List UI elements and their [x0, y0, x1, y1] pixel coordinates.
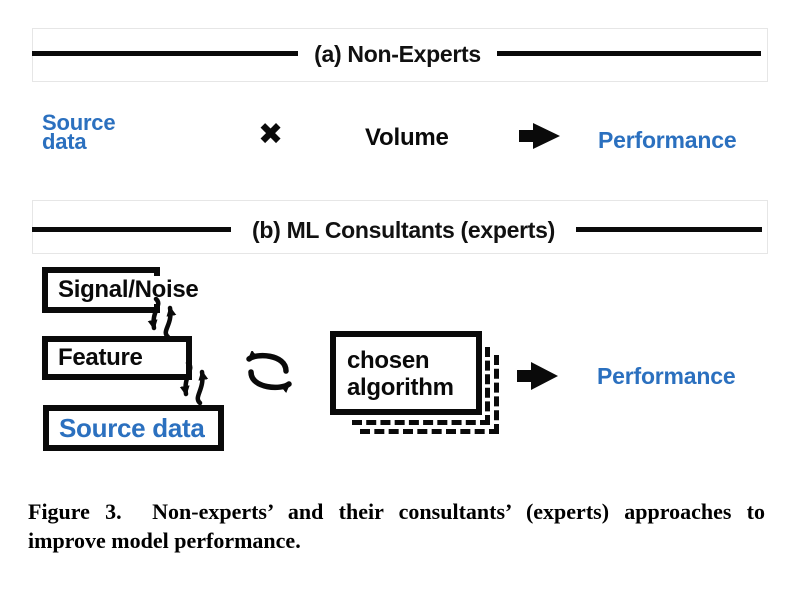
source-data-line1: Source — [42, 110, 116, 135]
source-data-box-label: Source data — [49, 412, 205, 444]
performance-label-a: Performance — [598, 127, 737, 153]
signal-noise-box: Signal/Noise — [42, 267, 199, 313]
panel-b-rule-left — [32, 227, 231, 232]
cycle-arrows-icon — [246, 351, 292, 393]
arrow-right-icon — [517, 362, 558, 390]
algorithm-line2: algorithm — [347, 374, 454, 401]
signal-noise-label: Signal/Noise — [48, 276, 199, 304]
panel-a-rule-right — [497, 51, 761, 56]
feature-box: Feature — [42, 336, 192, 380]
swap-arrows-icon — [179, 360, 209, 406]
panel-a-rule-left — [32, 51, 298, 56]
chosen-algorithm-box: chosen algorithm — [330, 331, 482, 415]
feature-label: Feature — [48, 344, 143, 372]
swap-arrows-icon — [147, 297, 177, 339]
algorithm-line1: chosen — [347, 347, 430, 374]
source-data-line2: data — [42, 129, 87, 154]
figure-caption-line2: improve model performance. — [28, 528, 301, 553]
figure-caption-line1: Figure 3. Non-experts’ and their consult… — [28, 499, 765, 524]
source-data-label: Source data — [42, 110, 116, 154]
panel-a-title: (a) Non-Experts — [314, 41, 481, 67]
panel-b-rule-right — [576, 227, 762, 232]
source-data-box: Source data — [43, 405, 224, 451]
volume-label: Volume — [365, 124, 449, 151]
multiply-icon: ✖ — [258, 118, 284, 151]
performance-label-b: Performance — [597, 363, 736, 389]
chosen-algorithm-label: chosen algorithm — [336, 337, 454, 401]
algorithm-shadow-inner — [352, 347, 490, 425]
arrow-right-icon — [519, 123, 560, 149]
panel-b-title: (b) ML Consultants (experts) — [252, 217, 555, 243]
algorithm-shadow-outer — [360, 355, 499, 434]
